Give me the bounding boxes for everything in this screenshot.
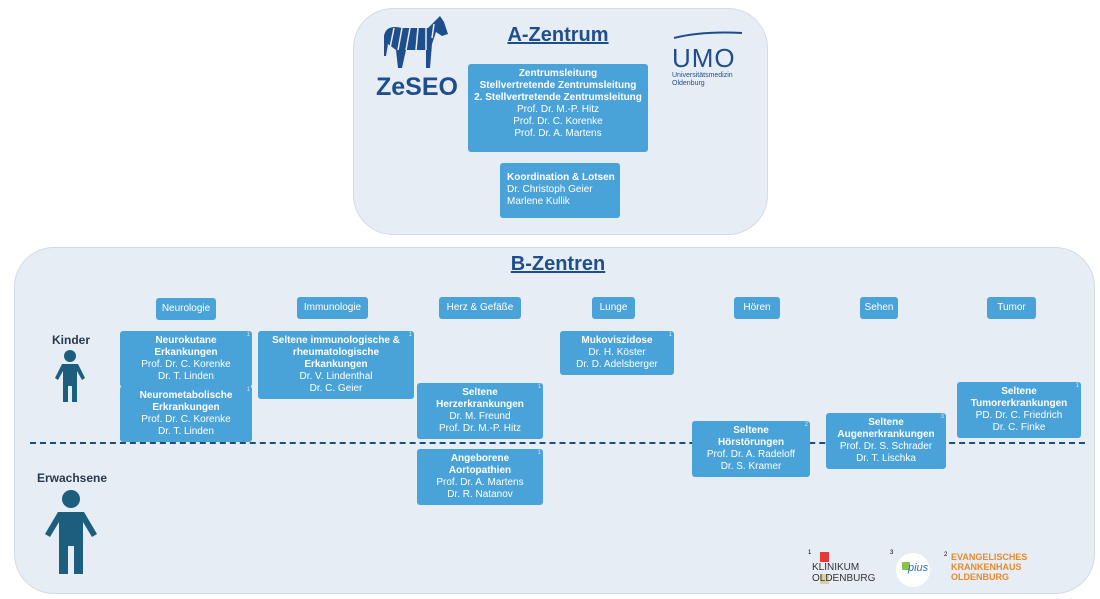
umo-name: UMO [672, 43, 736, 73]
category-neurologie: Neurologie [156, 298, 216, 320]
name: Prof. Dr. M.-P. Hitz [516, 104, 600, 115]
logo-sup: 3 [890, 550, 894, 556]
category-immunologie: Immunologie [297, 297, 368, 319]
footnote-marker: 2 [804, 422, 808, 428]
a-zentrum-title: A-Zentrum [507, 24, 609, 46]
category-tumor: Tumor [987, 297, 1036, 319]
leadership-box: Zentrumsleitung Stellvertretende Zentrum… [468, 64, 648, 152]
adult-icon [45, 490, 97, 574]
heading: Koordination & Lotsen [507, 172, 615, 183]
umo-sub1: Universitätsmedizin [672, 72, 733, 79]
b-zentren-title: B-Zentren [510, 253, 606, 275]
name: Dr. M. Freund [449, 411, 511, 422]
footnote-marker: 1 [408, 332, 412, 338]
name: Prof. Dr. C. Korenke [513, 116, 603, 127]
zeseo-logo: ZeSEO [376, 14, 458, 104]
umo-sub2: Oldenburg [672, 80, 705, 87]
logo-klinikum-oldenburg: 1 KLINIKUM OLDENBURG [808, 550, 880, 586]
name: Dr. T. Lischka [856, 453, 916, 464]
name: Dr. R. Natanov [447, 489, 513, 500]
name: Dr. C. Finke [992, 422, 1046, 433]
category-sehen: Sehen [860, 297, 898, 319]
logo-text: pius [908, 562, 929, 574]
child-icon [55, 350, 85, 402]
name: Prof. Dr. C. Korenke [141, 414, 231, 425]
category-hoeren: Hören [734, 297, 780, 319]
category-lunge: Lunge [592, 297, 635, 319]
name: Dr. T. Linden [158, 426, 214, 437]
kinder-erwachsene-divider [30, 442, 1085, 444]
box-title: Neurometabolische Erkrankungen [139, 390, 233, 413]
name: Prof. Dr. A. Martens [436, 477, 524, 488]
box-title: Seltene Hörstörungen [717, 425, 785, 448]
footnote-marker: 1 [246, 332, 250, 338]
box-title: Seltene Augenerkrankungen [837, 417, 935, 440]
name: PD. Dr. C. Friedrich [975, 410, 1063, 421]
heading: Stellvertretende Zentrumsleitung [479, 80, 637, 91]
zeseo-logo-text: ZeSEO [376, 73, 458, 101]
heading: Zentrumsleitung [518, 68, 598, 79]
footnote-marker: 1 [537, 450, 541, 456]
name: Prof. Dr. A. Radeloff [706, 449, 796, 460]
name: Dr. C. Geier [309, 383, 363, 394]
name: Dr. T. Linden [158, 371, 214, 382]
umo-arc-icon [673, 31, 743, 39]
box-title: Seltene Tumorerkrankungen [970, 386, 1068, 409]
row-label-erwachsene: Erwachsene [37, 471, 108, 485]
box-title: Mukoviszidose [581, 335, 653, 346]
name: Dr. D. Adelsberger [576, 359, 658, 370]
name: Dr. Christoph Geier [507, 184, 593, 195]
category-herz: Herz & Gefäße [439, 297, 521, 319]
name: Prof. Dr. A. Martens [514, 128, 602, 139]
footnote-marker: 1 [246, 387, 250, 393]
name: Dr. S. Kramer [720, 461, 782, 472]
name: Prof. Dr. M.-P. Hitz [438, 423, 522, 434]
box-title: Neurokutane Erkankungen [154, 335, 218, 358]
logo-sup: 1 [808, 550, 812, 556]
umo-logo: UMO Universitätsmedizin Oldenburg [672, 26, 752, 88]
logo-text: EVANGELISCHES KRANKENHAUS OLDENBURG [951, 552, 1028, 582]
logo-evangelisches-krankenhaus: 2 EVANGELISCHES KRANKENHAUS OLDENBURG [944, 552, 1084, 588]
zebra-icon [384, 16, 448, 68]
name: Dr. H. Köster [588, 347, 646, 358]
name: Prof. Dr. C. Korenke [141, 359, 231, 370]
name: Dr. V. Lindenthal [299, 371, 373, 382]
box-title: Angeborene Aortopathien [448, 453, 512, 476]
heading: 2. Stellvertretende Zentrumsleitung [474, 92, 642, 103]
name: Marlene Kullik [507, 196, 570, 207]
logo-text: KLINIKUM OLDENBURG [812, 562, 876, 584]
box-title: Seltene Herzerkrankungen [436, 387, 524, 410]
coordination-box: Koordination & Lotsen Dr. Christoph Geie… [500, 163, 620, 218]
logo-pius: 3 pius [890, 550, 932, 588]
row-label-kinder: Kinder [52, 333, 91, 347]
box-title: Seltene immunologische & rheumatologisch… [272, 335, 400, 370]
footnote-marker: 1 [668, 332, 672, 338]
footnote-marker: 1 [537, 384, 541, 390]
logo-sup: 2 [944, 552, 948, 558]
footnote-marker: 1 [1075, 383, 1079, 389]
footnote-marker: 3 [940, 414, 944, 420]
name: Prof. Dr. S. Schrader [839, 441, 933, 452]
